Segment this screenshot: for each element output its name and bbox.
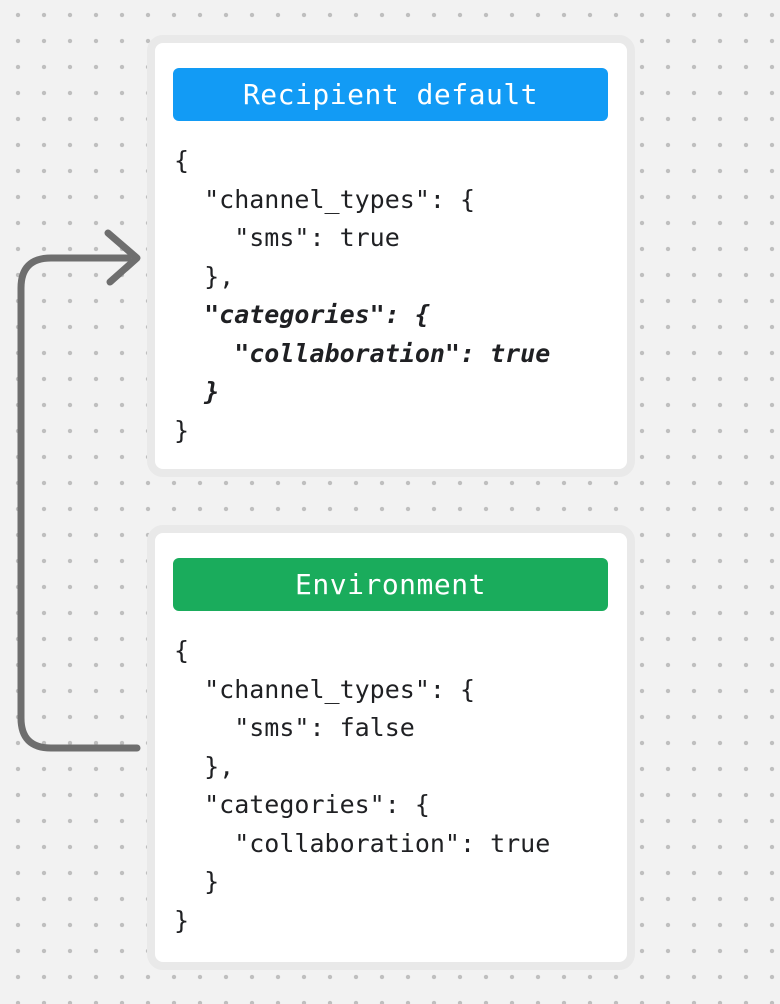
code-line: "sms": true: [174, 223, 400, 252]
code-line: }: [174, 905, 190, 935]
code-line: "categories": {: [174, 300, 430, 329]
code-line: }: [174, 867, 220, 896]
code-line: },: [174, 261, 235, 291]
code-line: }: [174, 415, 190, 445]
environment-json: { "channel_types": { "sms": false }, "ca…: [174, 632, 617, 940]
connector-arrow-path: [17, 229, 141, 752]
recipient-default-card: Recipient default { "channel_types": { "…: [147, 35, 635, 477]
code-line: "channel_types": {: [174, 184, 476, 214]
code-line: "sms": false: [174, 713, 415, 742]
code-line: "categories": {: [174, 790, 430, 819]
recipient-default-header: Recipient default: [173, 68, 608, 121]
code-line: "collaboration": true: [174, 338, 551, 368]
code-line: "collaboration": true: [174, 828, 551, 858]
code-line: },: [174, 751, 235, 781]
code-line: {: [174, 636, 190, 665]
code-line: {: [174, 146, 190, 175]
code-line: "channel_types": {: [174, 674, 476, 704]
code-line: }: [174, 377, 220, 406]
recipient-default-json: { "channel_types": { "sms": true }, "cat…: [174, 142, 617, 450]
environment-card: Environment { "channel_types": { "sms": …: [147, 525, 635, 970]
environment-header: Environment: [173, 558, 608, 611]
